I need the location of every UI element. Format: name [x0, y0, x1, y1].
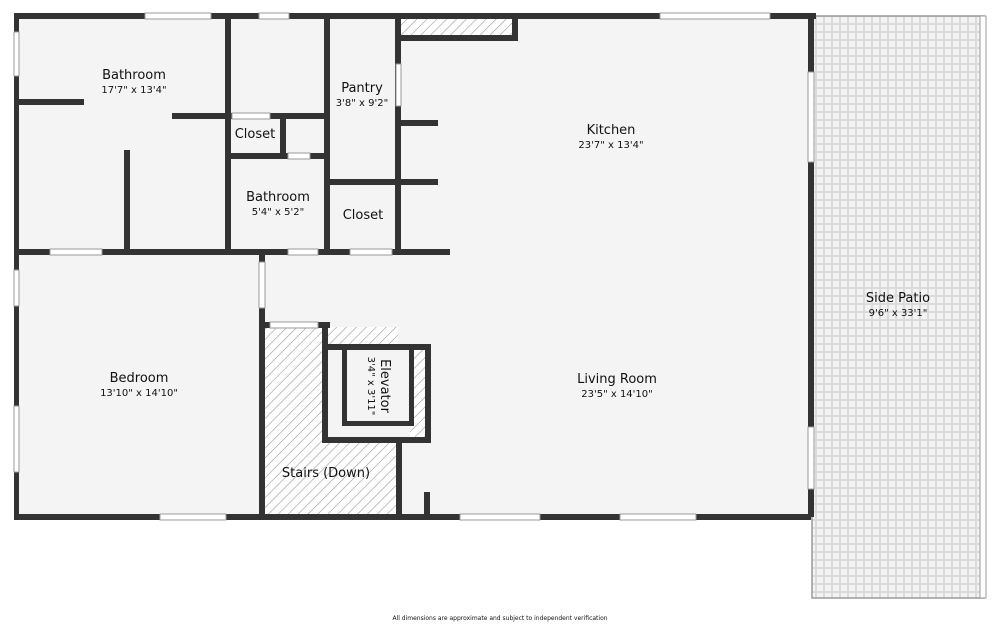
room-name: Stairs (Down): [282, 466, 370, 481]
room-closet-1: Closet: [235, 127, 276, 142]
room-name: Kitchen: [587, 123, 636, 138]
room-bathroom-2: Bathroom 5'4" x 5'2": [246, 190, 310, 218]
room-name: Closet: [343, 208, 384, 223]
room-dims: 5'4" x 5'2": [252, 207, 304, 218]
room-elevator: Elevator 3'4" x 3'11": [365, 357, 392, 416]
room-dims: 9'6" x 33'1": [869, 308, 928, 319]
room-bedroom: Bedroom 13'10" x 14'10": [100, 371, 178, 399]
room-dims: 3'4" x 3'11": [365, 357, 376, 416]
disclaimer: All dimensions are approximate and subje…: [392, 615, 607, 622]
room-pantry: Pantry 3'8" x 9'2": [336, 81, 388, 109]
room-dims: 23'5" x 14'10": [581, 389, 653, 400]
elevator-floor: [345, 350, 410, 424]
room-name: Bedroom: [110, 371, 169, 386]
room-dims: 17'7" x 13'4": [101, 85, 166, 96]
room-side-patio: Side Patio 9'6" x 33'1": [866, 291, 930, 319]
patio-floor: [812, 16, 984, 598]
room-living-room: Living Room 23'5" x 14'10": [577, 372, 657, 400]
kitchen-counter-hatch: [401, 18, 515, 37]
room-name: Elevator: [377, 359, 392, 414]
room-dims: 23'7" x 13'4": [578, 140, 643, 151]
room-dims: 3'8" x 9'2": [336, 98, 388, 109]
room-name: Pantry: [341, 81, 383, 96]
room-name: Bathroom: [246, 190, 310, 205]
room-bathroom-1: Bathroom 17'7" x 13'4": [101, 68, 166, 96]
windows: [13, 12, 815, 521]
patio-rail: [979, 15, 987, 599]
elevator-hatch: [410, 350, 428, 442]
room-name: Bathroom: [102, 68, 166, 83]
room-name: Closet: [235, 127, 276, 142]
room-kitchen: Kitchen 23'7" x 13'4": [578, 123, 643, 151]
exterior-walls: [14, 13, 816, 520]
interior-walls: [14, 17, 518, 518]
room-name: Living Room: [577, 372, 657, 387]
room-name: Side Patio: [866, 291, 930, 306]
room-stairs: Stairs (Down): [282, 466, 370, 481]
room-dims: 13'10" x 14'10": [100, 388, 178, 399]
room-closet-2: Closet: [343, 208, 384, 223]
